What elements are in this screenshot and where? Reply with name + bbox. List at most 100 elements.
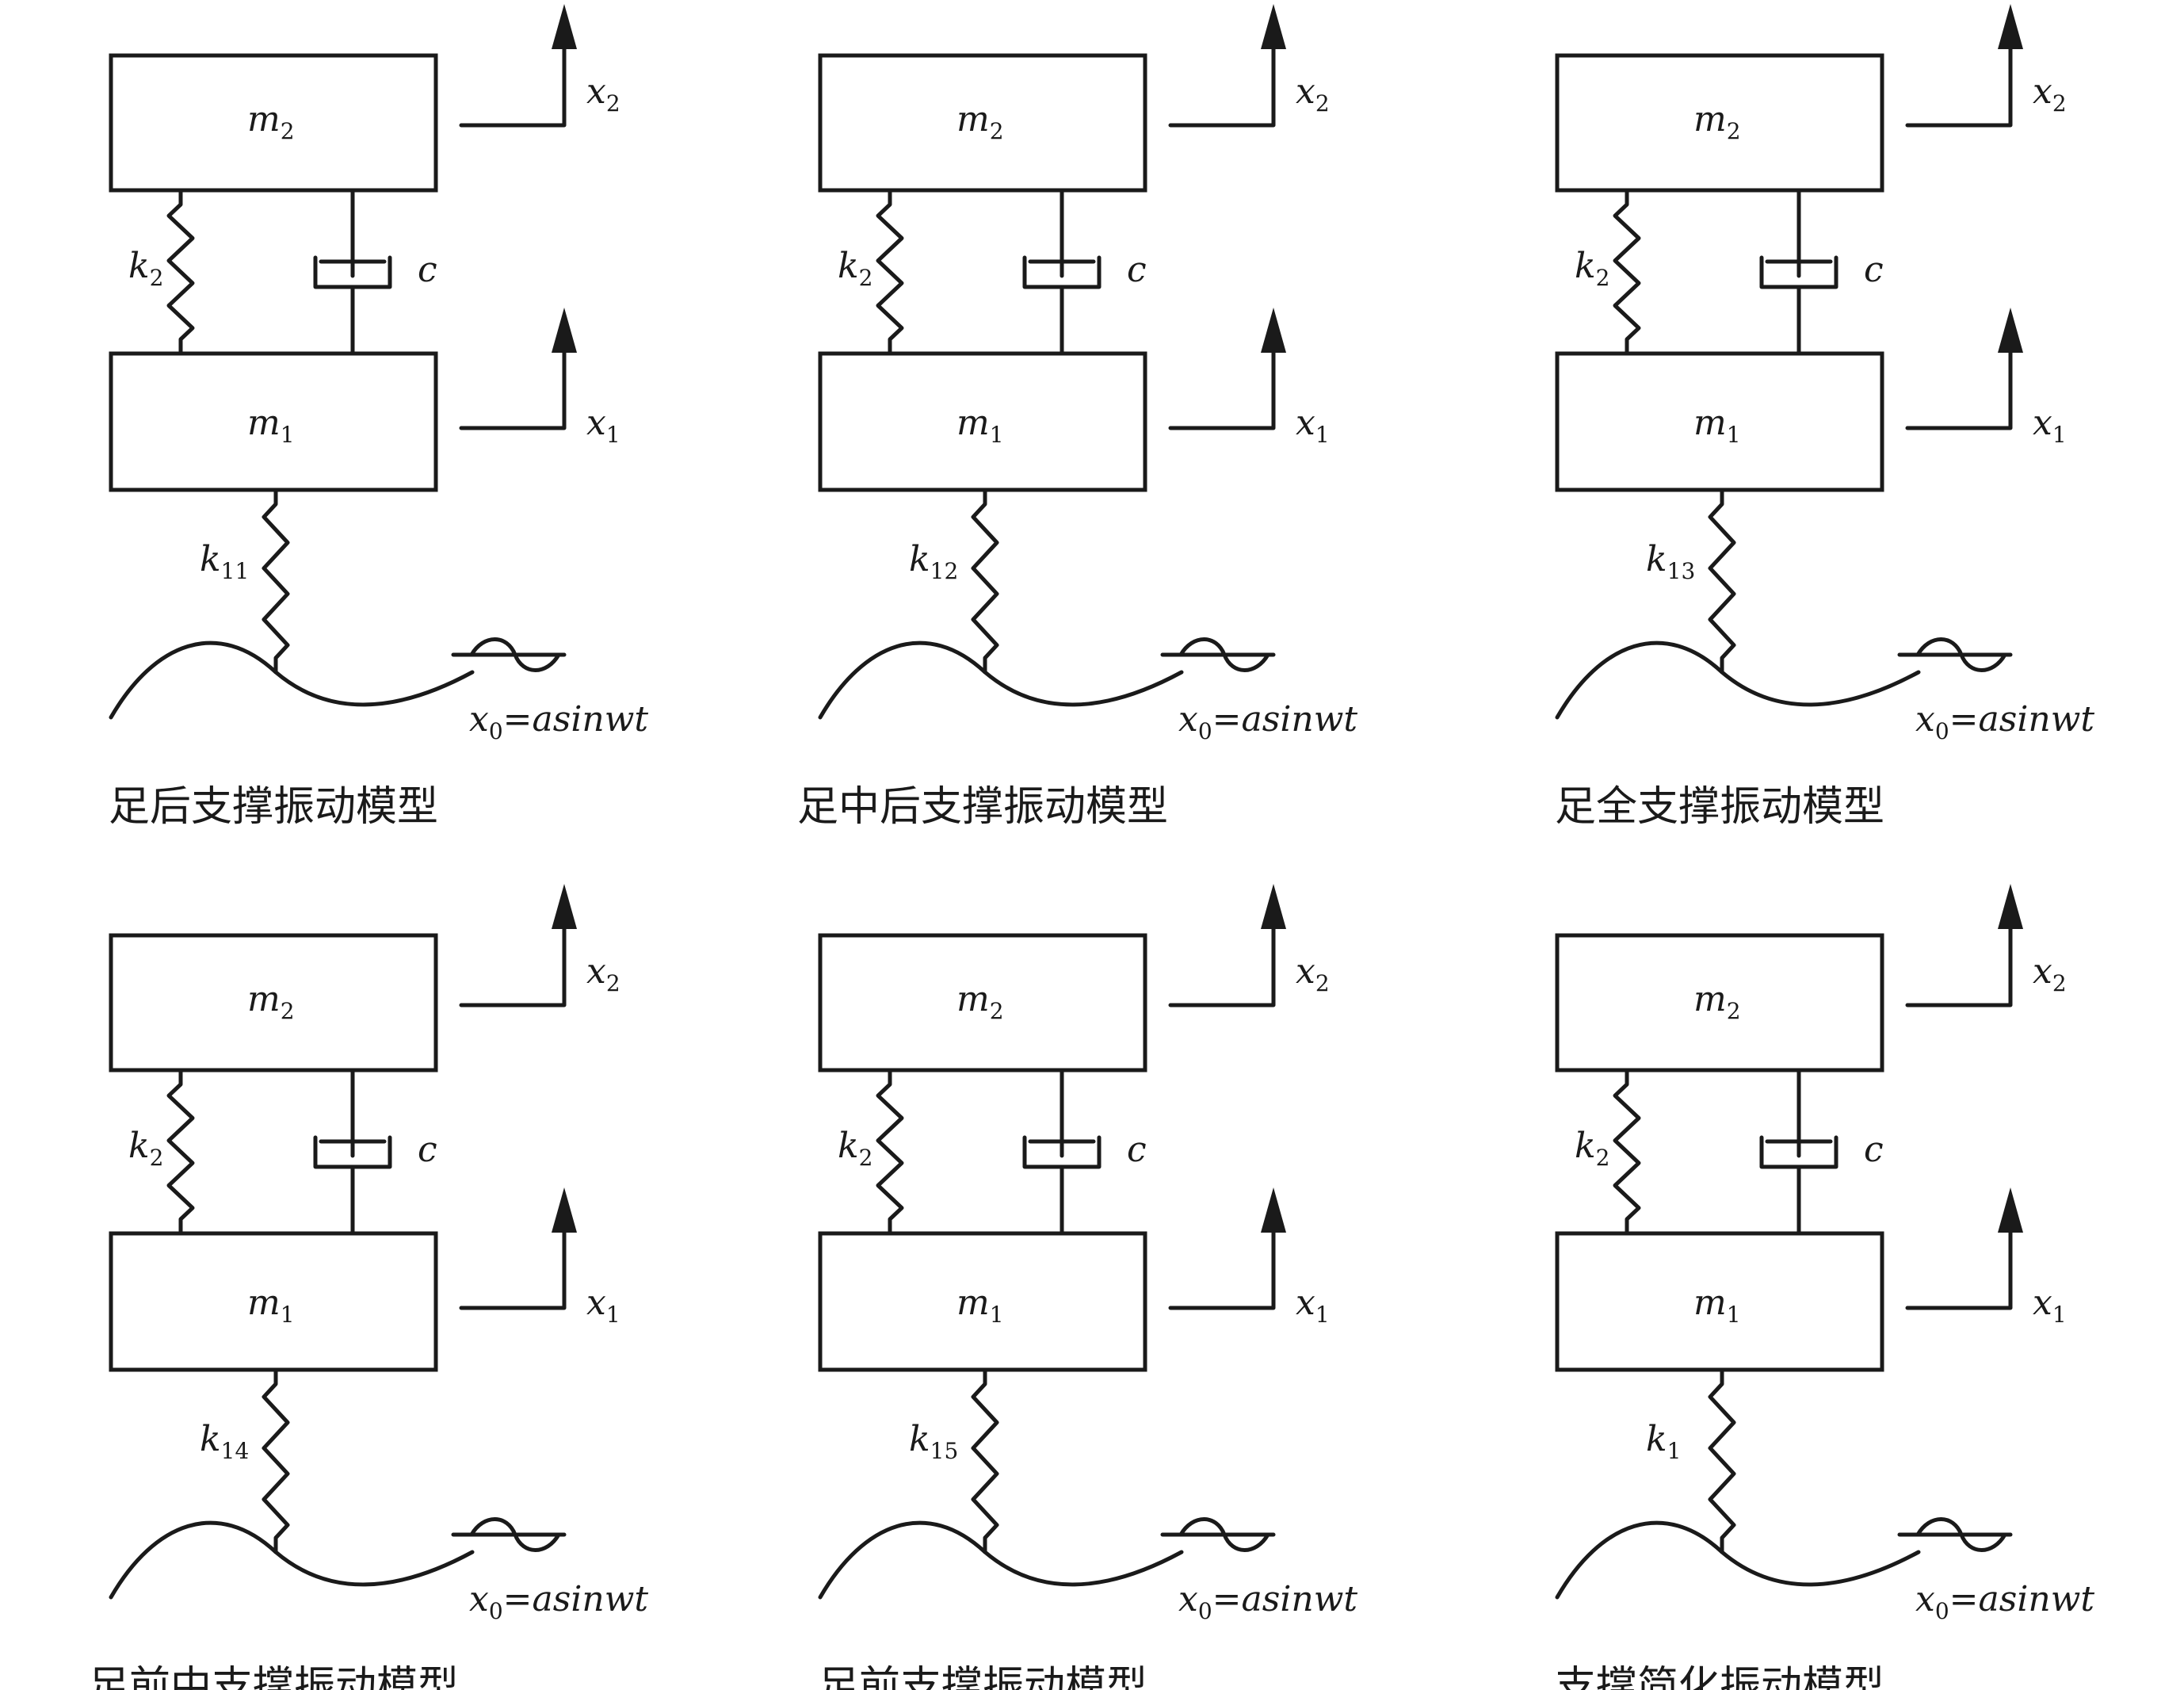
mass-m1-label: m1 [1693,1283,1741,1328]
mass-m1-label: m1 [247,1283,295,1328]
mass-m2-label: m2 [956,979,1004,1024]
sine-wave-icon [469,637,561,672]
ground-sine-curve [818,640,1184,720]
mass-m1-label: m1 [956,403,1004,448]
displacement-x2-label: x2 [1296,951,1330,996]
displacement-x1-label: x1 [1296,1283,1330,1328]
damper-c [1759,1068,1838,1236]
panel-caption: 足全支撑振动模型 [1555,783,1884,831]
damper-c [313,1068,392,1236]
spring-k2-label: k2 [128,1126,164,1171]
mass-m2-block [109,53,438,193]
damper-c [1022,188,1102,356]
sine-wave-icon [1915,1517,2007,1552]
arrow-up-icon [1998,308,2023,353]
displacement-x2-line [1168,921,1276,1008]
spring-ground [262,1367,290,1554]
mass-m2-label: m2 [1693,979,1741,1024]
displacement-x2-label: x2 [586,71,620,117]
mass-m1-label: m1 [956,1283,1004,1328]
spring-ground-label: k1 [1646,1419,1682,1464]
spring-k2 [1613,1068,1641,1236]
spring-k2-label: k2 [838,1126,873,1171]
spring-ground [1708,488,1736,675]
displacement-x2-label: x2 [1296,71,1330,117]
mass-m2-block [109,933,438,1072]
ground-sine-curve [109,1520,475,1600]
panel-caption: 支撑简化振动模型 [1555,1663,1884,1690]
mass-m2-block [1555,933,1884,1072]
displacement-x1-label: x1 [586,403,620,448]
damper-c-label: c [1864,250,1884,290]
damper-c [1022,1068,1102,1236]
displacement-x2-line [459,41,567,128]
mass-m1-block [109,351,438,492]
arrow-up-icon [1261,884,1286,929]
spring-ground [971,1367,999,1554]
spring-ground [262,488,290,675]
spring-k2 [166,1068,195,1236]
excitation-label: x0=asinwt [469,1579,648,1624]
mass-m1-block [1555,1231,1884,1372]
mass-m2-block [818,53,1147,193]
mass-m1-label: m1 [1693,403,1741,448]
panel-caption: 足前支撑振动模型 [818,1663,1147,1690]
panel-caption: 足后支撑振动模型 [109,783,438,831]
mass-m2-label: m2 [1693,99,1741,144]
ground-sine-curve [1555,640,1921,720]
panel-caption: 足前中支撑振动模型 [88,1663,459,1690]
excitation-label: x0=asinwt [469,699,648,744]
arrow-up-icon [1261,1187,1286,1233]
displacement-x2-label: x2 [2033,951,2067,996]
ground-sine-curve [1555,1520,1921,1600]
spring-k2 [876,188,904,356]
damper-c-label: c [1127,250,1147,290]
displacement-x1-line [1168,1226,1276,1310]
mass-m1-block [109,1231,438,1372]
displacement-x1-line [459,1226,567,1310]
excitation-label: x0=asinwt [1178,699,1357,744]
displacement-x1-label: x1 [586,1283,620,1328]
displacement-x1-line [1905,1226,2013,1310]
arrow-up-icon [552,4,577,49]
spring-ground-label: k14 [200,1419,249,1464]
arrow-up-icon [552,884,577,929]
damper-c [313,188,392,356]
damper-c-label: c [418,1130,437,1170]
mass-m2-label: m2 [247,979,295,1024]
sine-wave-icon [469,1517,561,1552]
mass-m1-block [818,351,1147,492]
mass-m2-block [818,933,1147,1072]
arrow-up-icon [1998,1187,2023,1233]
excitation-label: x0=asinwt [1178,1579,1357,1624]
sine-wave-icon [1178,637,1270,672]
mass-m2-label: m2 [247,99,295,144]
spring-ground-label: k15 [909,1419,958,1464]
mass-m2-label: m2 [956,99,1004,144]
arrow-up-icon [1998,4,2023,49]
arrow-up-icon [1261,308,1286,353]
displacement-x2-line [1168,41,1276,128]
arrow-up-icon [1261,4,1286,49]
displacement-x1-line [459,346,567,430]
panel-caption: 足中后支撑振动模型 [797,783,1168,831]
mass-m2-block [1555,53,1884,193]
displacement-x2-line [1905,921,2013,1008]
spring-k2 [1613,188,1641,356]
spring-k2 [876,1068,904,1236]
arrow-up-icon [552,308,577,353]
ground-sine-curve [818,1520,1184,1600]
displacement-x1-line [1905,346,2013,430]
displacement-x1-label: x1 [1296,403,1330,448]
spring-k2-label: k2 [838,246,873,291]
damper-c-label: c [1864,1130,1884,1170]
displacement-x1-label: x1 [2033,403,2067,448]
spring-k2-label: k2 [1575,246,1610,291]
sine-wave-icon [1915,637,2007,672]
